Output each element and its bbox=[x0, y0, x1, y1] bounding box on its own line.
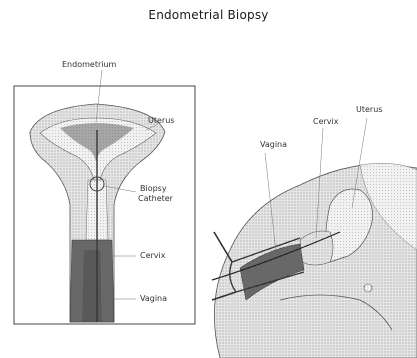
label-catheter: Catheter bbox=[138, 194, 173, 204]
right-panel bbox=[212, 118, 417, 358]
cervix-side-view bbox=[300, 231, 333, 265]
ovary bbox=[364, 284, 372, 292]
label-endometrium: Endometrium bbox=[62, 60, 116, 70]
label-uterus-right: Uterus bbox=[356, 105, 382, 115]
label-cervix-left: Cervix bbox=[140, 251, 166, 261]
vagina-inner-shadow bbox=[82, 250, 102, 322]
label-uterus: Uterus bbox=[148, 116, 174, 126]
label-cervix-right: Cervix bbox=[313, 117, 339, 127]
label-vagina-left: Vagina bbox=[140, 294, 167, 304]
label-biopsy: Biopsy bbox=[140, 184, 167, 194]
label-vagina-right: Vagina bbox=[260, 140, 287, 150]
